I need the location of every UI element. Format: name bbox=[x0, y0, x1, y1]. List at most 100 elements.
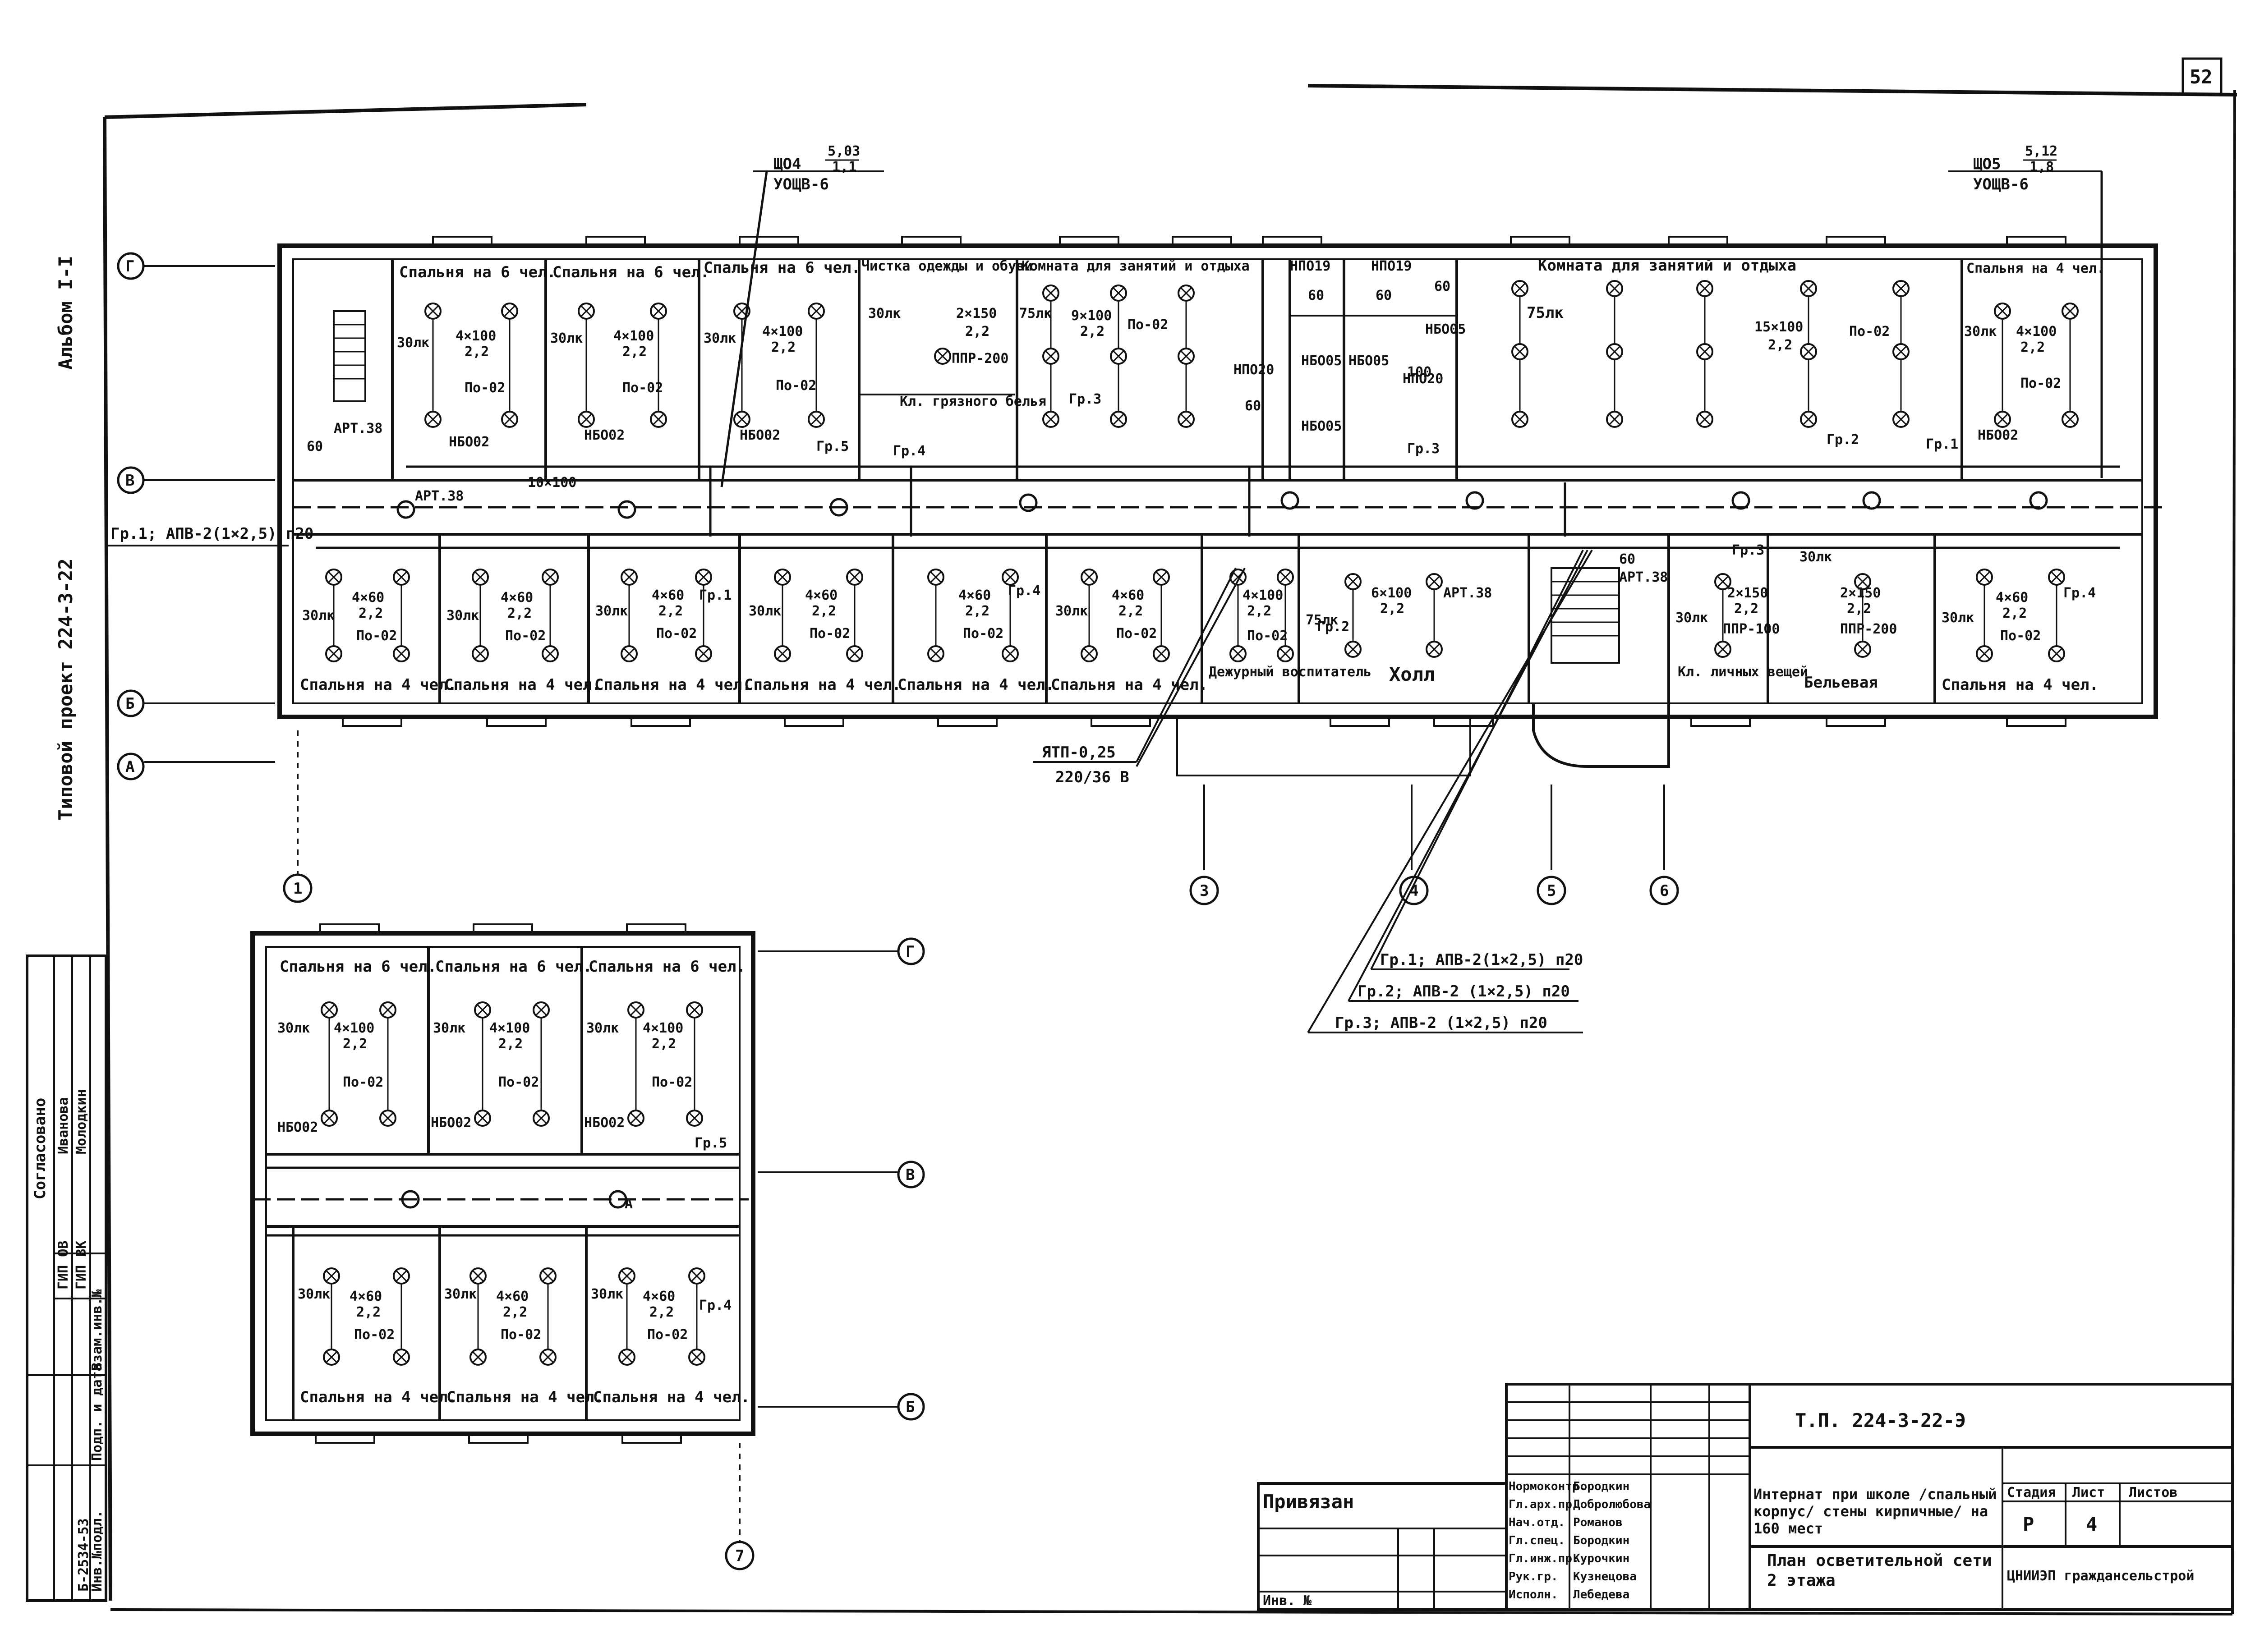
lamp-type: По-02 bbox=[776, 378, 816, 394]
lamp-height: 2,2 bbox=[1118, 603, 1143, 619]
lamp-spec: 4×60 bbox=[652, 587, 684, 603]
lamp-height: 2,2 bbox=[2002, 606, 2027, 621]
lamp-spec: 2×150 bbox=[956, 306, 997, 321]
lux-label: 30лк bbox=[591, 1286, 623, 1302]
lamp-type: По-02 bbox=[465, 380, 505, 396]
corridor-lamp-code: А bbox=[625, 1196, 633, 1212]
margin-titles: Альбом I-I Типовой проект 224-3-22 bbox=[55, 256, 77, 821]
lamp-height: 2,2 bbox=[2020, 340, 2045, 355]
panel-value: 5,03 bbox=[828, 143, 860, 159]
staircase-right bbox=[1532, 567, 1670, 768]
lux-label: 30лк bbox=[298, 1286, 330, 1302]
fixture-code: НБО05 bbox=[1425, 321, 1466, 337]
group-label: Гр.1 bbox=[699, 587, 732, 603]
sheet-frame: 52 bbox=[103, 57, 2237, 1615]
fixture-code: НБО02 bbox=[584, 1115, 625, 1131]
group-label: Гр.1 bbox=[1926, 436, 1958, 452]
stamp-gip-ov: ГИП ОВ bbox=[55, 1241, 71, 1289]
role-name: Бородкин bbox=[1573, 1534, 1629, 1547]
sheet-title: План осветительной сети 2 этажа bbox=[1767, 1551, 1992, 1590]
lamp-height: 2,2 bbox=[812, 603, 836, 619]
lux-label: 30лк bbox=[1964, 324, 1997, 340]
lamp-height: 2,2 bbox=[1734, 601, 1758, 617]
group-label: Гр.2 bbox=[1827, 432, 1859, 448]
role-title: Гл.арх.пр. bbox=[1509, 1498, 1579, 1511]
lamp-type: По-02 bbox=[963, 626, 1003, 642]
lamp-height: 2,2 bbox=[465, 344, 489, 360]
room-name: Спальня на 4 чел. bbox=[1942, 676, 2099, 694]
lamp-type: АРТ.38 bbox=[1619, 569, 1668, 585]
group-label: Гр.4 bbox=[2063, 585, 2096, 601]
fixture-code: НПО20 bbox=[1233, 362, 1274, 378]
room-name: Спальня на 6 чел. bbox=[704, 259, 861, 277]
fixture-code: НБО02 bbox=[277, 1120, 318, 1135]
stamp-gip-vk: ГИП ВК bbox=[74, 1241, 89, 1289]
lamp-spec: 4×100 bbox=[1243, 587, 1283, 603]
sheet-value: 4 bbox=[2086, 1513, 2097, 1535]
group-label: Гр.3 bbox=[1732, 542, 1764, 558]
lux-label: 30лк bbox=[433, 1020, 465, 1036]
panel-shch04: ЩО4 5,03 1,1 УОЩВ-6 bbox=[773, 143, 860, 193]
corridor-lamps bbox=[396, 491, 2048, 519]
lamp-type: По-02 bbox=[1128, 317, 1168, 333]
room-name: Чистка одежды и обуви bbox=[861, 258, 1032, 274]
lamp-spec: 4×60 bbox=[501, 590, 533, 606]
lamp-type: По-02 bbox=[1247, 628, 1288, 644]
axis-label: 3 bbox=[1200, 882, 1209, 900]
power-value: 60 bbox=[1376, 288, 1392, 303]
lux-label: 30лк bbox=[868, 306, 901, 321]
room-name: Спальня на 4 чел. bbox=[594, 676, 751, 694]
fixture-code: НБО02 bbox=[431, 1115, 471, 1131]
stamp-inv-repl: Взам.инв.№ bbox=[89, 1289, 105, 1371]
lamp-spec: 9×100 bbox=[1071, 308, 1112, 324]
lamp-spec: 4×100 bbox=[456, 328, 496, 344]
fixture-code: НБО05 bbox=[1301, 418, 1342, 434]
group-label: Гр.4 bbox=[1008, 583, 1040, 599]
power-value: 60 bbox=[307, 439, 323, 454]
axis-label: В bbox=[906, 1166, 915, 1184]
feeder-g1: Гр.1; АПВ-2(1×2,5) п20 bbox=[1380, 951, 1583, 969]
corridor-wiring bbox=[293, 170, 2165, 549]
fixture-code: НБО05 bbox=[1348, 353, 1389, 369]
title-block: Привязан Инв. № Т.П. 224-3-22-Э Интернат… bbox=[1257, 1383, 2234, 1611]
lamp-type: По-02 bbox=[356, 628, 397, 644]
transformer-voltage: 220/36 В bbox=[1055, 768, 1129, 786]
power-value: 60 bbox=[1245, 398, 1261, 414]
windows-top bbox=[432, 236, 2066, 247]
room-name: Спальня на 6 чел. bbox=[280, 958, 437, 976]
lux-label: 30лк bbox=[302, 608, 335, 624]
lamp-type: ППР-200 bbox=[1840, 621, 1897, 637]
album-label: Альбом I-I bbox=[55, 256, 77, 370]
panel-type: УОЩВ-6 bbox=[1973, 175, 2029, 193]
lamp-type: По-02 bbox=[622, 380, 663, 396]
lamp-spec: 4×60 bbox=[805, 587, 838, 603]
sheets-header: Листов bbox=[2129, 1485, 2177, 1501]
power-value: 60 bbox=[1308, 288, 1324, 303]
axis-label: 4 bbox=[1409, 882, 1418, 900]
group-label: Гр.3 bbox=[1407, 441, 1440, 457]
transformer-name: ЯТП-0,25 bbox=[1042, 743, 1116, 762]
lamp-type: По-02 bbox=[505, 628, 546, 644]
room-name: Спальня на 4 чел. bbox=[897, 676, 1054, 694]
lamp-spec: 4×100 bbox=[643, 1020, 683, 1036]
attached-label: Привязан bbox=[1263, 1491, 1354, 1513]
stamp-agreed: Согласовано bbox=[31, 1098, 49, 1199]
lamp-spec: 4×100 bbox=[613, 328, 654, 344]
power-value: 100 bbox=[1407, 364, 1431, 380]
project-label: Типовой проект 224-3-22 bbox=[55, 558, 77, 821]
axis-label: 7 bbox=[735, 1547, 744, 1565]
fixture-code: НБО02 bbox=[740, 427, 780, 443]
role-title: Нач.отд. bbox=[1509, 1516, 1565, 1529]
fixture-code: НБО02 bbox=[449, 434, 489, 450]
lamp-height: 2,2 bbox=[498, 1036, 523, 1052]
room-name: Кл. личных вещей bbox=[1678, 664, 1808, 680]
room-name: Спальня на 4 чел. bbox=[300, 1388, 457, 1406]
sheet-number: 52 bbox=[2190, 66, 2213, 88]
lamp-type: По-02 bbox=[647, 1327, 688, 1343]
lux-label: 30лк bbox=[1675, 610, 1708, 626]
role-title: Рук.гр. bbox=[1509, 1570, 1558, 1583]
lamp-type: По-02 bbox=[656, 626, 697, 642]
fixture-code: НПО19 bbox=[1290, 258, 1330, 274]
lamp-spec: 4×100 bbox=[762, 324, 803, 340]
lux-label: 30лк bbox=[1942, 610, 1974, 626]
